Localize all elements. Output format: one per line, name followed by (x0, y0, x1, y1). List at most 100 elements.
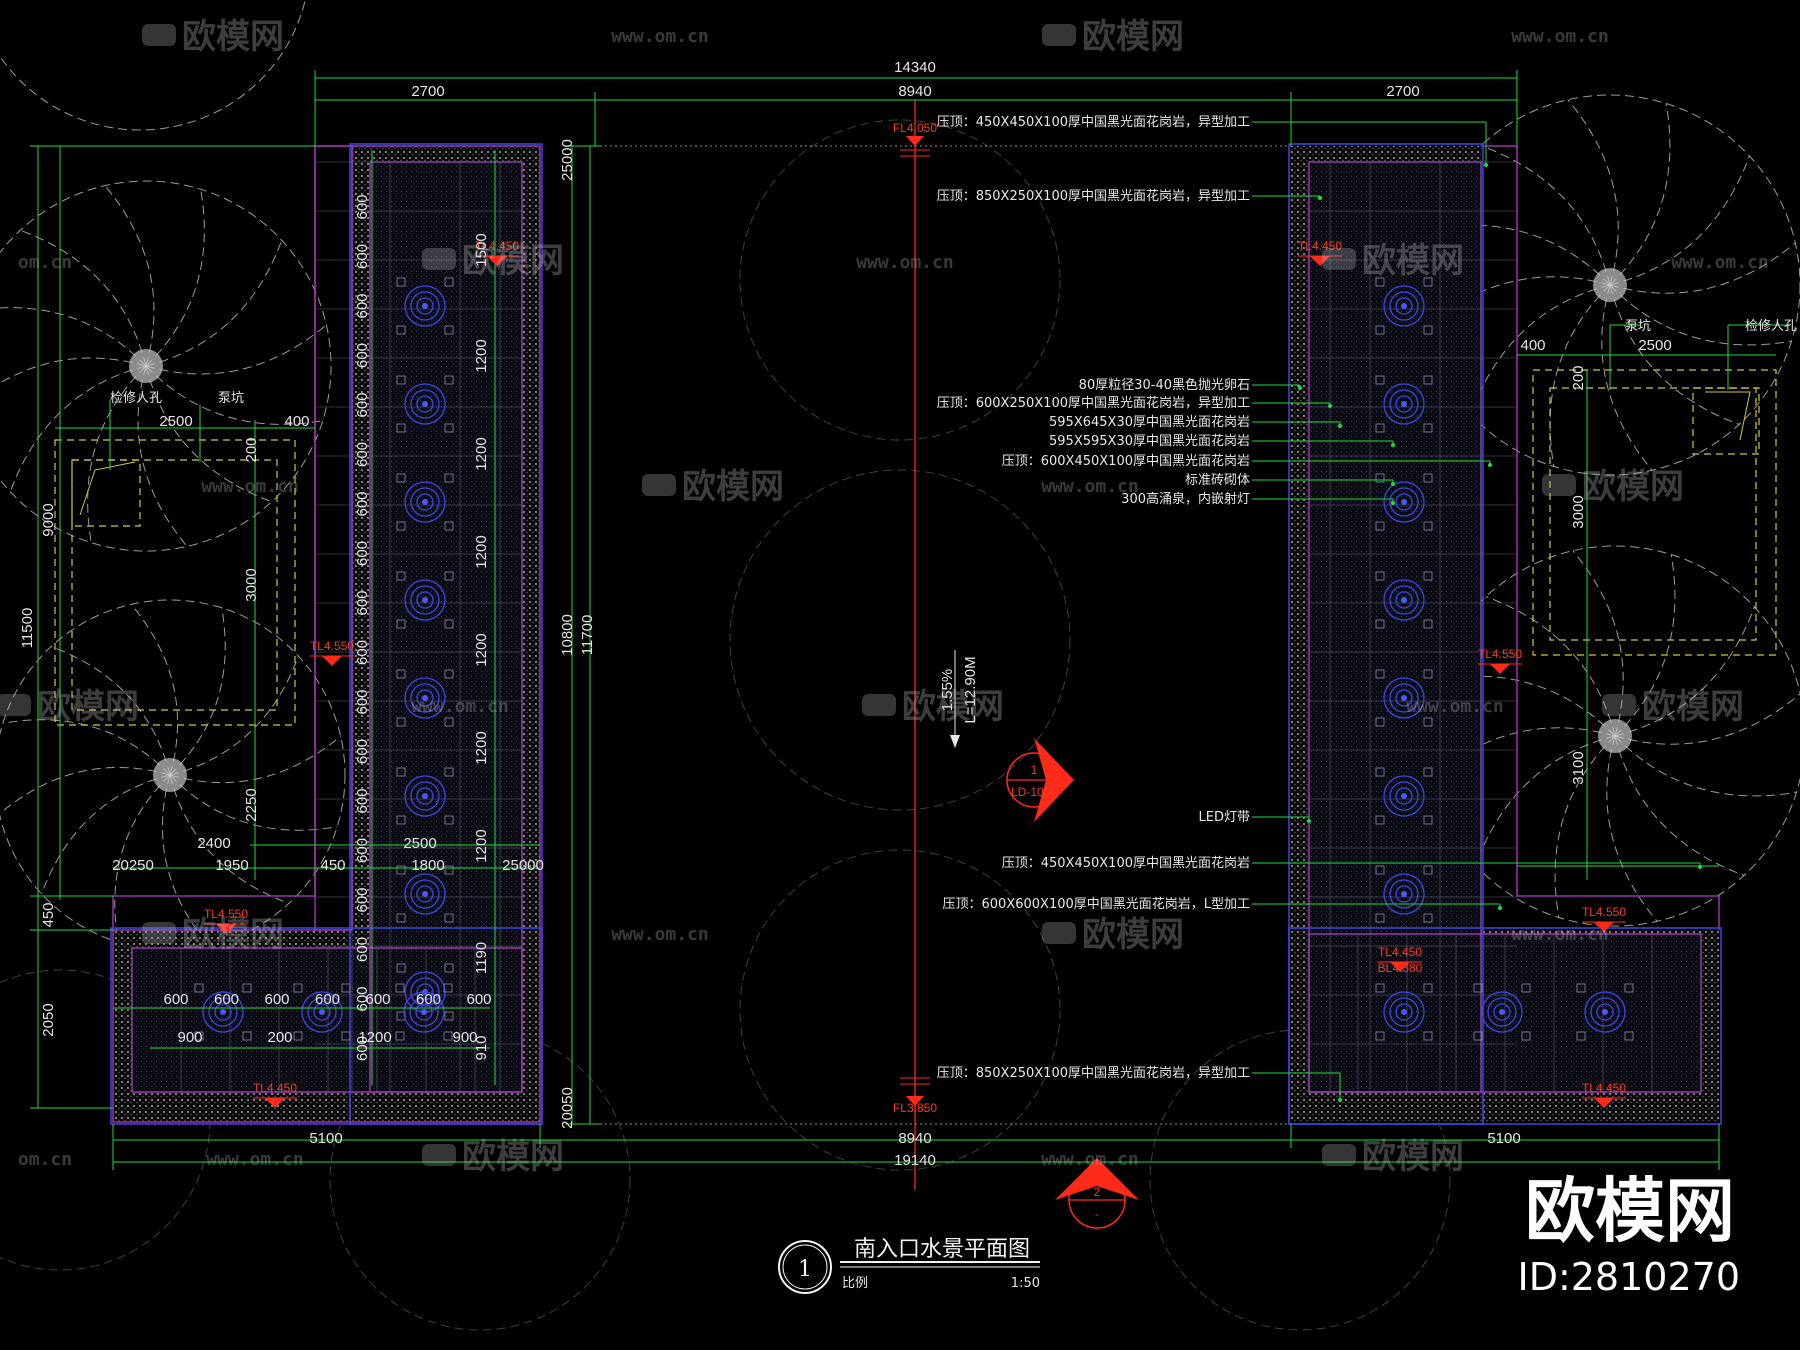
level-flag-top-center: FL4.050 (893, 121, 937, 135)
dimension-lines (30, 70, 1790, 1170)
watermark-name: 欧模网 (1082, 17, 1184, 57)
tree-branch (1567, 99, 1619, 286)
tree-branch (20, 229, 147, 367)
material-annotation: 压顶：850X250X100厚中国黑光面花岗岩，异型加工 (937, 1065, 1250, 1081)
fountain-jet (396, 669, 454, 727)
level-flag-left-bottom: TL4.450 (253, 1081, 297, 1108)
plan-scale: 1:50 (1011, 1276, 1040, 1291)
tree-branch (145, 240, 283, 367)
dim-row-600: 600 (365, 991, 390, 1008)
tree-branch (1614, 735, 1797, 797)
label-right-pump: 泵坑 (1625, 319, 1651, 334)
dim-right-2500: 2500 (1638, 337, 1671, 354)
level-marker-top (906, 136, 924, 146)
level-flag-right-pool-a: TL4.450 (1378, 945, 1422, 972)
tree-branch (161, 774, 210, 946)
dim-row-900b: 900 (452, 1029, 477, 1046)
level-text: TL4.550 (1582, 905, 1626, 919)
watermark-logo: 欧模网 (422, 1137, 564, 1177)
fountain-jet (395, 983, 453, 1041)
dim-strip-600: 600 (354, 194, 371, 219)
dim-strip-1200: 1200 (473, 535, 490, 568)
tree-branch (169, 655, 299, 776)
material-annotation: 压顶：600X450X100厚中国黑光面花岗岩 (1002, 453, 1250, 469)
material-annotation: 压顶：600X250X100厚中国黑光面花岗岩，异型加工 (937, 395, 1250, 411)
level-text: FL3.850 (893, 1101, 937, 1115)
watermark-url: www.om.cn (856, 252, 954, 273)
watermark-logo: 欧模网 (422, 241, 564, 281)
left-pit-outline (54, 439, 296, 726)
section-1-ref: LD-105L (1011, 785, 1057, 799)
dim-strip-600: 600 (354, 590, 371, 615)
material-annotation: 压顶：600X600X100厚中国黑光面花岗岩，L型加工 (943, 896, 1251, 912)
tree-branch (41, 774, 171, 895)
dim-row-600: 600 (416, 991, 441, 1008)
dim-strip-1200: 1200 (473, 339, 490, 372)
watermark-logo: 欧模网 (1042, 17, 1184, 57)
watermark-name: 欧模网 (1642, 687, 1744, 727)
fountain-jet (293, 983, 351, 1041)
dim-strip-600: 600 (354, 442, 371, 467)
level-flag-bottom-center: FL3.850 (893, 1101, 937, 1115)
dim-bottom-middle: 8940 (898, 1130, 931, 1147)
tree-branch (0, 307, 147, 367)
dim-10800: 10800 (559, 614, 576, 656)
watermark-url: www.om.cn (1041, 1149, 1139, 1170)
fountain-jet (1375, 277, 1433, 335)
dim-bottom-right: 5100 (1487, 1130, 1520, 1147)
watermark-name: 欧模网 (682, 467, 784, 507)
fountain-jet (396, 277, 454, 335)
dim-left-pit-3000: 3000 (243, 568, 260, 601)
dim-strip-600: 600 (354, 739, 371, 764)
level-flag-right-pool-b: BL4.380 (1378, 961, 1423, 975)
watermark-logo: 欧模网 (142, 915, 284, 955)
fountain-jet (1375, 865, 1433, 923)
tree-branch (145, 189, 205, 367)
dim-25000-top: 25000 (559, 139, 576, 181)
watermark-logo: 欧模网 (1322, 241, 1464, 281)
tree-branch (0, 766, 171, 814)
dim-strip-600: 600 (354, 1036, 371, 1061)
fountain-jet (396, 473, 454, 531)
dim-450: 450 (40, 902, 57, 927)
fountain-jet (1375, 473, 1433, 531)
level-flag-left-mid: TL4.550 (310, 639, 354, 666)
dim-right-200: 200 (1570, 365, 1587, 390)
watermark-url: www.om.cn (1671, 252, 1769, 273)
tree-branch (1609, 242, 1796, 294)
dim-strip-1200: 1200 (473, 437, 490, 470)
label-left-pump: 泵坑 (218, 391, 244, 406)
level-flag-right-bottom: TL4.450 (1582, 1081, 1626, 1108)
tree-branch (1554, 735, 1616, 918)
dim-row-1200: 1200 (358, 1029, 391, 1046)
dim-top-left: 2700 (411, 83, 444, 100)
level-flag-right-lower: TL4.550 (1582, 905, 1626, 932)
dim-right-3000: 3000 (1570, 495, 1587, 528)
dim-1800: 1800 (411, 857, 444, 874)
fountain-jet (1375, 767, 1433, 825)
level-text: BL4.380 (1378, 961, 1423, 975)
material-annotation: 压顶：450X450X100厚中国黑光面花岗岩，异型加工 (937, 114, 1250, 130)
watermark-url: www.om.cn (1511, 26, 1609, 47)
dim-strip-600: 600 (354, 640, 371, 665)
plan-scale-label: 比例 (842, 1276, 868, 1291)
plan-title: 南入口水景平面图 (854, 1237, 1030, 1262)
watermark-name: 欧模网 (462, 1137, 564, 1177)
right-pit-outline (1532, 369, 1777, 656)
slope-length: L=12.90M (962, 656, 979, 723)
dim-top-overall: 14340 (894, 59, 936, 76)
tree-branch (145, 324, 327, 375)
level-flag-right-mid: TL4.550 (1478, 647, 1522, 674)
level-text: TL4.450 (1582, 1081, 1626, 1095)
tree-branch (114, 774, 171, 943)
dim-910: 910 (473, 1035, 490, 1060)
fountain-jet (396, 767, 454, 825)
dim-strip-600: 600 (354, 689, 371, 714)
tree-branch (1609, 155, 1750, 286)
material-annotation: LED灯带 (1199, 810, 1250, 825)
dim-row-600: 600 (264, 991, 289, 1008)
tree-branch (1614, 606, 1755, 737)
dim-bottom-left: 5100 (309, 1130, 342, 1147)
level-flag-right-upper: TL4.450 (1298, 239, 1342, 266)
watermark-url: om.cn (18, 1149, 72, 1170)
